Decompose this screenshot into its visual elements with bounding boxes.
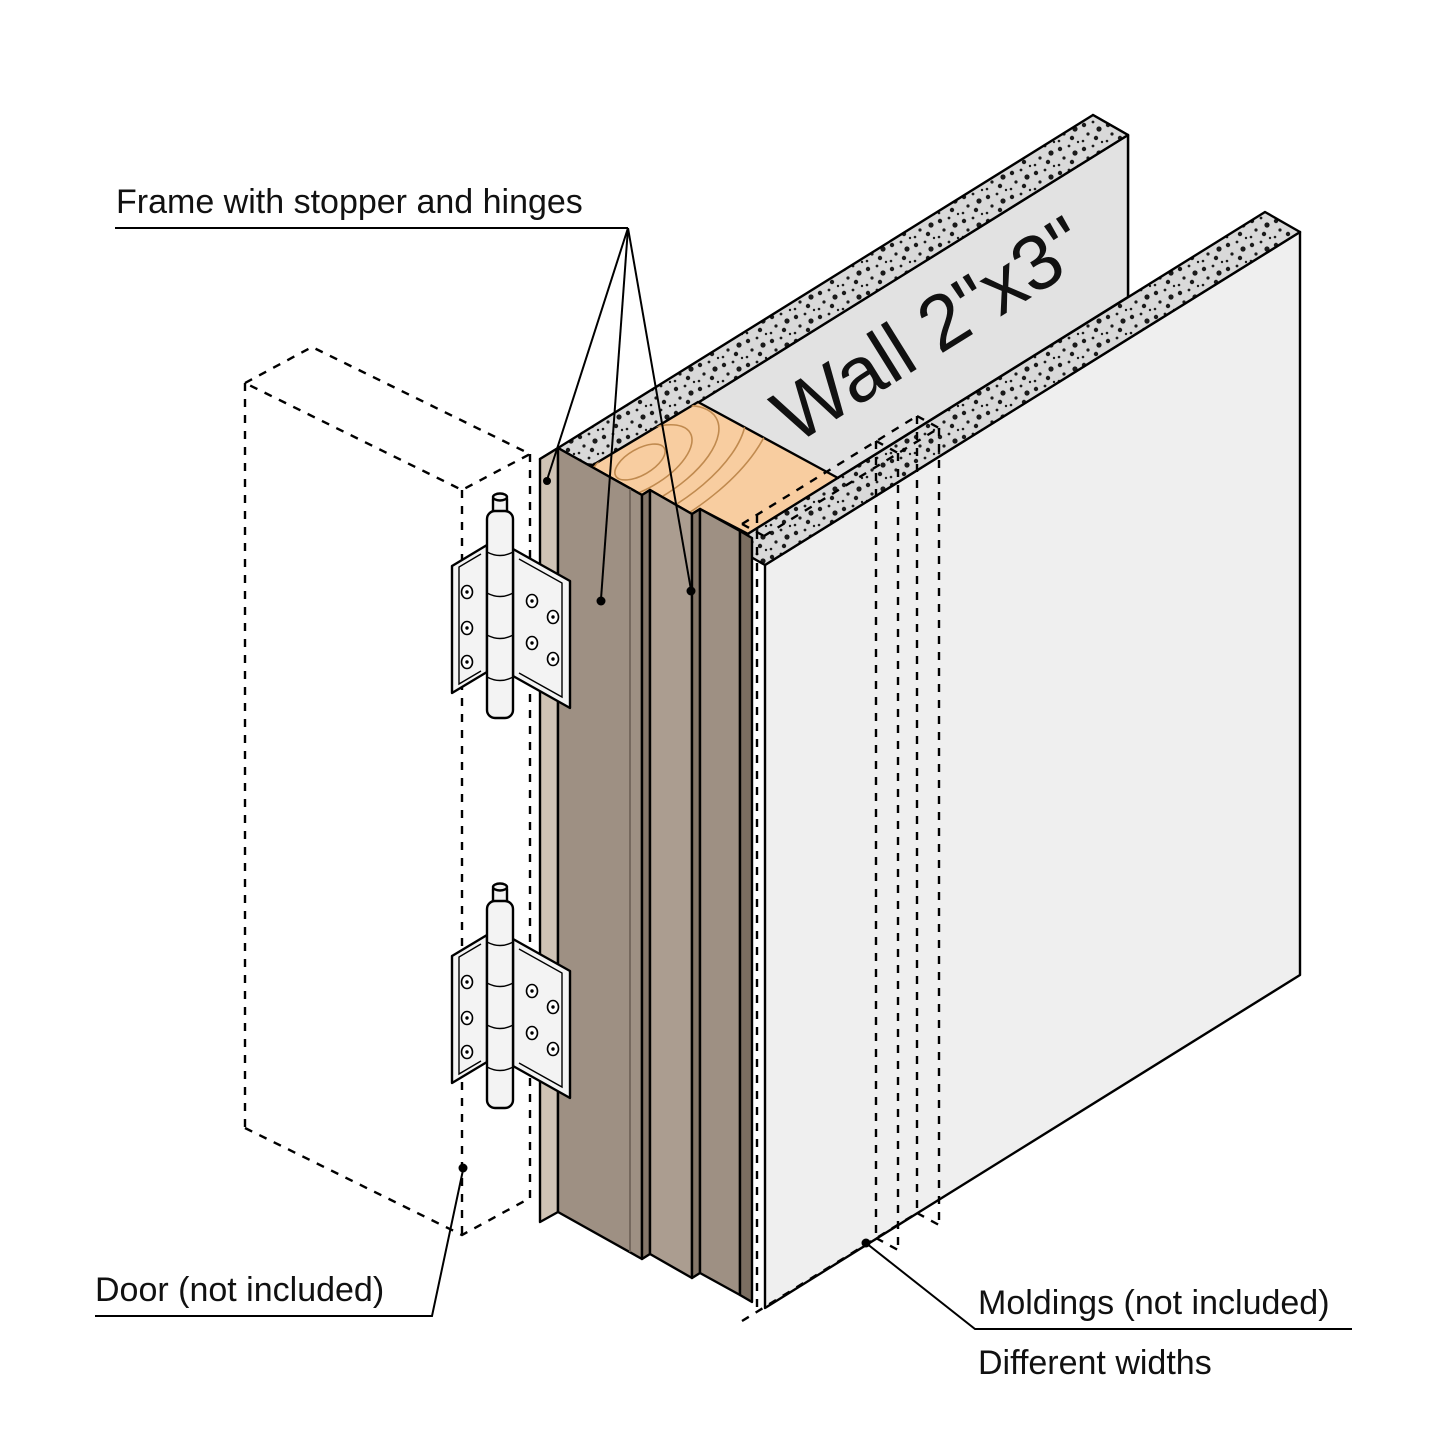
frame-leader-dot-3 <box>686 586 696 596</box>
wall-panel-front-cut-top <box>728 210 1302 567</box>
moldings-leader-line <box>865 1242 1352 1330</box>
molding-dashed-outline <box>741 414 941 1323</box>
door-bottom-edges <box>244 1126 531 1237</box>
frame-left-edge <box>538 446 560 1224</box>
door-leader-line <box>95 1169 464 1317</box>
annotation-door: Door (not included) <box>95 1163 468 1317</box>
molding-top-corner-a <box>741 522 765 538</box>
stopper-face <box>648 488 694 1280</box>
molding-bottom-corner-a <box>875 1236 899 1252</box>
molding-top-corner-b <box>875 439 899 455</box>
door-leader-dot <box>458 1163 468 1173</box>
frame-jamb-front-face <box>698 507 742 1297</box>
door-top-face <box>242 345 533 492</box>
door-dashed-outline <box>242 345 533 1237</box>
frame-leader-line-1 <box>546 227 629 481</box>
frame-leader-line-3 <box>627 227 692 591</box>
moldings-label: Moldings (not included) <box>978 1284 1330 1322</box>
door-frame <box>538 446 754 1304</box>
frame-label: Frame with stopper and hinges <box>116 183 583 221</box>
frame-leader-line-2 <box>600 227 629 600</box>
molding-top-front-edge <box>763 426 940 538</box>
molding-top-back-edge <box>741 414 918 526</box>
widths-label: Different widths <box>978 1344 1212 1382</box>
annotation-frame: Frame with stopper and hinges <box>115 183 696 606</box>
frame-leader-dot-2 <box>596 596 606 606</box>
molding-top-corner-c <box>916 414 940 430</box>
frame-right-edge <box>738 529 754 1304</box>
molding-bottom-corner-b <box>916 1211 940 1227</box>
annotation-moldings: Moldings (not included) Different widths <box>861 1238 1352 1382</box>
moldings-leader-dot <box>861 1238 871 1248</box>
frame-leader-dot-1 <box>543 477 551 485</box>
molding-bottom-back-edge <box>741 1211 918 1323</box>
door-label: Door (not included) <box>95 1271 384 1309</box>
